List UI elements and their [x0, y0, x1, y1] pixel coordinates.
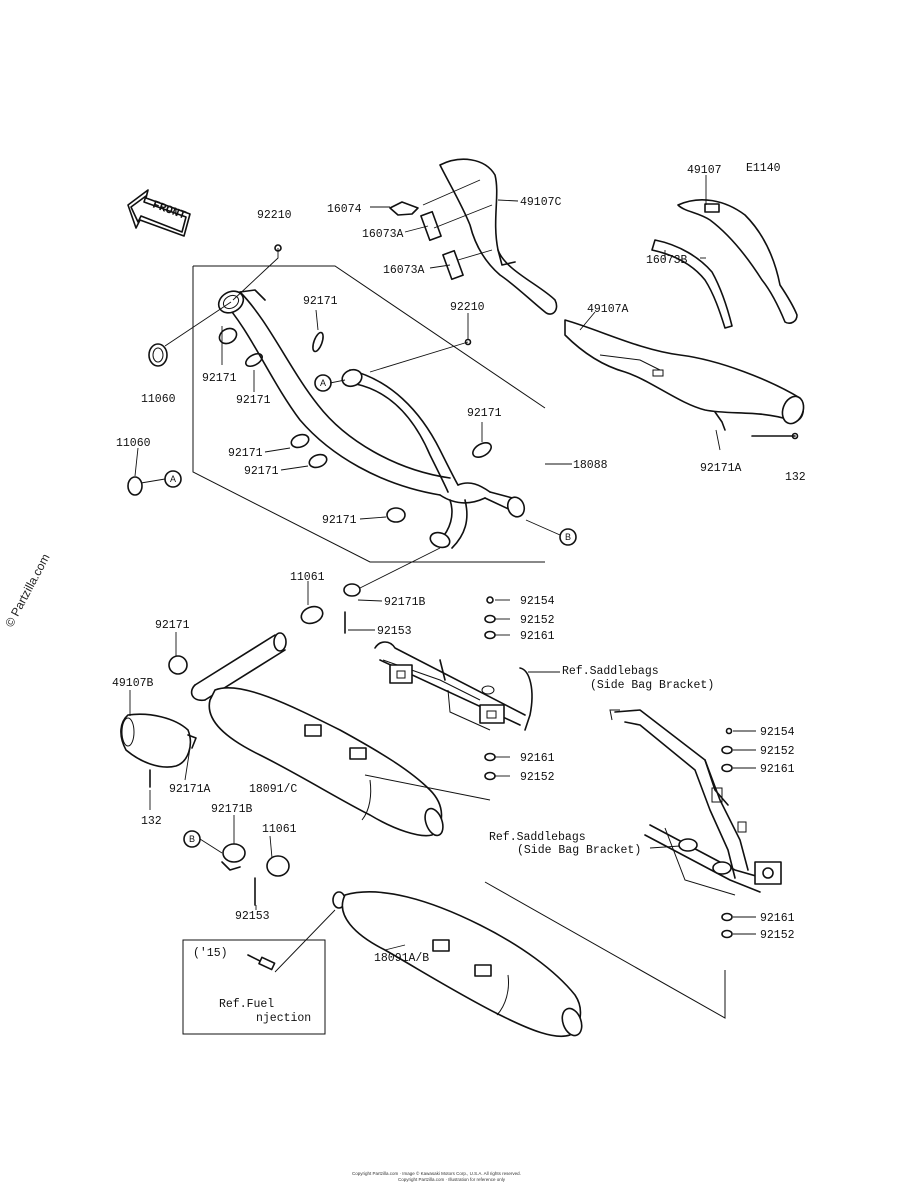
washer-icon — [484, 614, 496, 624]
nut-icon — [484, 752, 496, 762]
part-label: 18091/C — [249, 783, 297, 796]
part-label: 92161 — [520, 752, 555, 765]
ref-fuel-line2: njection — [256, 1012, 311, 1025]
washer-icon — [721, 929, 733, 939]
clamp-icon — [218, 327, 492, 523]
saddlebag-bracket-upper — [374, 641, 533, 731]
washer-icon — [484, 771, 496, 781]
part-label: 92171 — [228, 447, 263, 460]
watermark: © Partzilla.com — [2, 551, 52, 629]
front-arrow-icon: FRONT — [127, 189, 191, 237]
part-label: 49107C — [520, 196, 562, 209]
part-label: 18091A/B — [374, 952, 429, 965]
footer-copyright-1: Copyright Partzilla.com · Image © Kawasa… — [352, 1170, 521, 1176]
ref-saddlebag-upper-line1: Ref.Saddlebags — [562, 665, 659, 678]
gasket-icon — [152, 347, 164, 363]
ref-circle-a-label: A — [170, 474, 176, 484]
part-label: 11061 — [290, 571, 325, 584]
part-label: 16073A — [362, 228, 404, 241]
nut-icon — [721, 912, 733, 922]
diagram-id: E1140 — [746, 162, 781, 175]
nut-icon — [721, 763, 733, 773]
part-label: 92171 — [303, 295, 338, 308]
part-label: 49107 — [687, 164, 722, 177]
band-icon — [300, 605, 324, 625]
part-label: 92161 — [760, 763, 795, 776]
part-label: 92171A — [169, 783, 211, 796]
muffler-left — [190, 632, 444, 837]
part-label: 92171A — [700, 462, 742, 475]
bolt-icon — [486, 596, 494, 604]
part-label: 49107B — [112, 677, 154, 690]
part-label: 18088 — [573, 459, 608, 472]
band-icon — [266, 855, 290, 877]
part-label: 11060 — [141, 393, 176, 406]
part-label: 92171 — [322, 514, 357, 527]
muffler-end-cap — [120, 713, 197, 788]
part-label: 92171B — [384, 596, 426, 609]
part-label: 92161 — [760, 912, 795, 925]
part-label: 92152 — [760, 745, 795, 758]
part-label: 92153 — [235, 910, 270, 923]
part-label: 132 — [141, 815, 162, 828]
gasket-icon — [127, 476, 143, 496]
part-label: 92171 — [155, 619, 190, 632]
muffler-right — [332, 891, 583, 1038]
ref-circle-b-label: B — [189, 834, 195, 844]
ref-saddlebag-upper-line2: (Side Bag Bracket) — [590, 679, 714, 692]
part-label: 92152 — [520, 614, 555, 627]
gasket-icon — [148, 343, 168, 367]
ref-circle-a-icon — [314, 374, 332, 392]
part-label: 92154 — [760, 726, 795, 739]
band-icon — [343, 583, 361, 597]
part-label: 92171B — [211, 803, 253, 816]
part-label: ('15) — [193, 947, 228, 960]
ref-circle-a-icon — [164, 470, 182, 488]
leader-lines — [129, 175, 756, 951]
part-label: 92152 — [760, 929, 795, 942]
part-labels: 92210 16074 16073A 16073A 49107C 49107 1… — [112, 164, 806, 965]
part-label: 16074 — [327, 203, 362, 216]
part-label: 49107A — [587, 303, 629, 316]
fuel-injection-inset — [182, 909, 336, 1035]
part-label: 92171 — [467, 407, 502, 420]
ref-fuel-line1: Ref.Fuel — [219, 998, 274, 1011]
part-label: 92210 — [450, 301, 485, 314]
part-label: 92153 — [377, 625, 412, 638]
part-label: 16073B — [646, 254, 688, 267]
part-label: 132 — [785, 471, 806, 484]
part-label: 92161 — [520, 630, 555, 643]
washer-icon — [721, 745, 733, 755]
heat-guard-front — [389, 158, 558, 315]
ref-circle-a-label: A — [320, 378, 326, 388]
heat-guard-rear — [564, 319, 805, 440]
part-label: 16073A — [383, 264, 425, 277]
ref-saddlebag-lower-line2: (Side Bag Bracket) — [517, 844, 641, 857]
ref-circle-b-icon — [559, 528, 577, 546]
heat-guard-top-right — [651, 199, 798, 329]
clamp-icon — [222, 843, 246, 863]
footer-copyright-2: Copyright Partzilla.com · Illustration f… — [398, 1177, 506, 1182]
part-label: 11061 — [262, 823, 297, 836]
bolt-icon — [725, 727, 733, 735]
part-label: 92152 — [520, 771, 555, 784]
part-label: 92171 — [202, 372, 237, 385]
part-label: 92171 — [236, 394, 271, 407]
part-label: 11060 — [116, 437, 151, 450]
part-label: 92171 — [244, 465, 279, 478]
part-label: 92154 — [520, 595, 555, 608]
nut-icon — [484, 630, 496, 640]
part-label: 92210 — [257, 209, 292, 222]
clamp-icon — [168, 655, 188, 675]
ref-saddlebag-lower-line1: Ref.Saddlebags — [489, 831, 586, 844]
saddlebag-bracket-lower — [609, 709, 782, 896]
ref-circle-b-label: B — [565, 532, 571, 542]
